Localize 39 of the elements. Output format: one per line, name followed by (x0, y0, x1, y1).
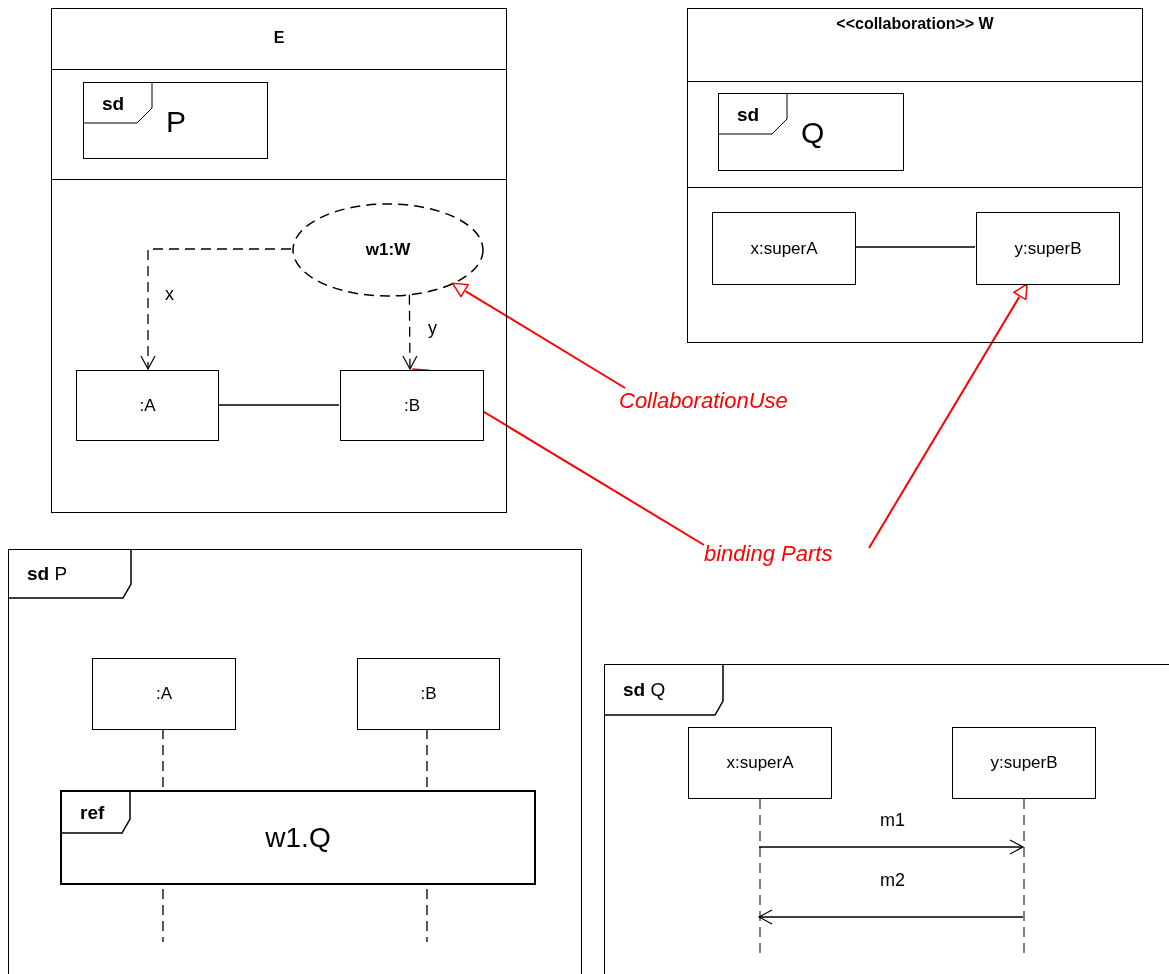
collaboration-box (687, 8, 1143, 343)
role-box: x:superA (712, 212, 856, 285)
sequence-frame (8, 549, 582, 974)
role-box: y:superB (976, 212, 1120, 285)
lifeline-head: x:superA (688, 727, 832, 799)
annotation-text: binding Parts (704, 541, 869, 571)
operator-label: ref (80, 801, 105, 824)
lifeline-head: :B (357, 658, 500, 730)
frame-label: sd P (27, 563, 68, 585)
class-name: <<collaboration>> W (835, 15, 995, 33)
class-name: E (272, 29, 286, 47)
interaction-icon (83, 82, 268, 159)
annotation-arrow (868, 283, 1028, 549)
class-box (51, 8, 507, 513)
interaction-name: w1.Q (264, 822, 332, 854)
lifeline-head: y:superB (952, 727, 1096, 799)
annotation-text: CollaborationUse (619, 388, 834, 418)
connector-line (854, 246, 976, 248)
dependency-arrow (402, 294, 418, 370)
interaction-name: Q (801, 116, 825, 150)
frame-kind-label: sd (737, 104, 760, 126)
message-arrow (758, 909, 1024, 925)
dependency-arrow (140, 248, 292, 370)
interaction-name: P (166, 105, 186, 139)
sequence-frame (604, 664, 1169, 974)
annotation-arrow (451, 282, 626, 389)
lifeline-head: :A (92, 658, 236, 730)
interaction-use-box (60, 790, 536, 885)
frame-label: sd Q (623, 679, 666, 701)
part-box: :B (340, 370, 484, 441)
use-name: w1:W (364, 240, 412, 260)
lifeline (952, 727, 1096, 956)
frame-kind-label: sd (102, 93, 125, 115)
connector-line (217, 404, 340, 406)
lifeline (688, 727, 832, 956)
part-box: :A (76, 370, 219, 441)
interaction-icon (718, 93, 904, 171)
message-arrow (758, 839, 1024, 855)
collaboration-use-ellipse (292, 203, 484, 297)
